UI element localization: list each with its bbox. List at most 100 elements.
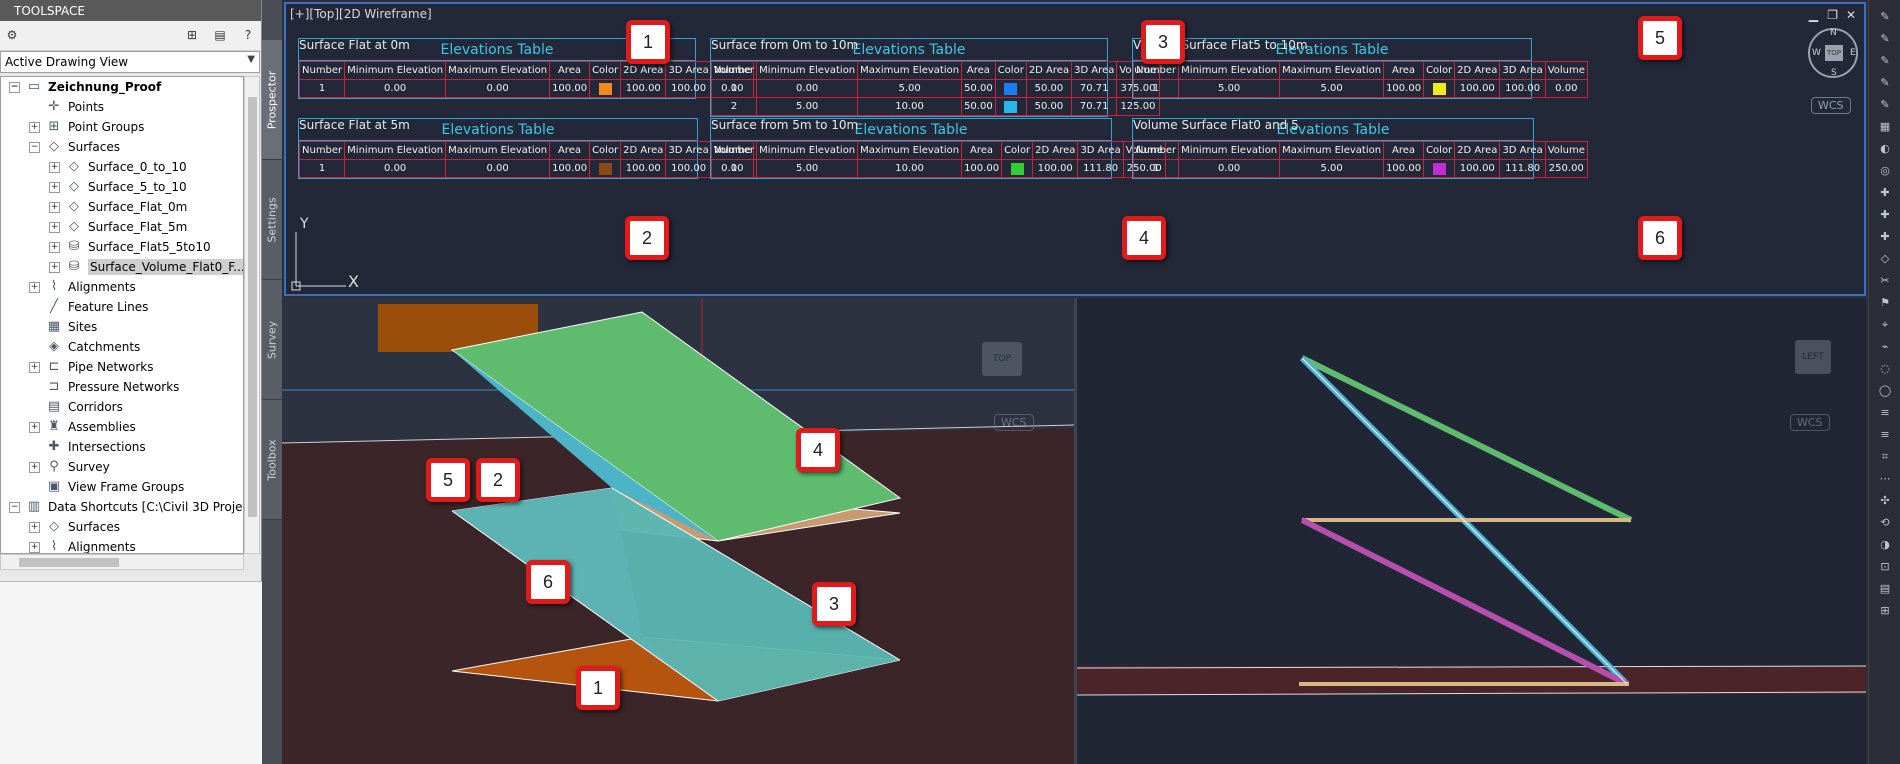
wcs-menu[interactable]: WCS bbox=[1790, 414, 1830, 431]
tree-item[interactable]: +⛁Surface_Volume_Flat0_F... bbox=[49, 257, 243, 277]
tree-item[interactable]: +⌇Alignments bbox=[29, 537, 136, 553]
tree-item[interactable]: ▣View Frame Groups bbox=[29, 477, 184, 497]
viewport-label[interactable]: [+][Top][2D Wireframe] bbox=[290, 7, 432, 21]
tree-item[interactable]: −▥Data Shortcuts [C:\Civil 3D Project... bbox=[9, 497, 243, 517]
view-select[interactable]: Active Drawing View ▼ bbox=[0, 51, 260, 73]
tab-settings[interactable]: Settings bbox=[262, 160, 282, 280]
close-icon[interactable]: ✕ bbox=[1845, 8, 1856, 22]
tree-item[interactable]: +⛁Surface_Flat5_5to10 bbox=[49, 237, 211, 257]
tree-item[interactable]: +◇Surface_Flat_0m bbox=[49, 197, 187, 217]
tool-icon[interactable]: ✎ bbox=[1880, 76, 1890, 89]
tree-item[interactable]: ╱Feature Lines bbox=[29, 297, 148, 317]
tool-icon[interactable]: ◐ bbox=[1880, 142, 1890, 155]
expand-icon[interactable]: + bbox=[29, 361, 40, 373]
viewport-divider[interactable] bbox=[1074, 298, 1077, 764]
collapse-icon[interactable]: − bbox=[9, 81, 20, 93]
tool-icon[interactable]: ◯ bbox=[1878, 384, 1892, 397]
expand-icon[interactable]: + bbox=[29, 521, 40, 533]
expand-icon[interactable]: + bbox=[29, 461, 40, 473]
tool-icon[interactable]: ⌖ bbox=[1881, 318, 1889, 331]
tool-icon[interactable]: ✚ bbox=[1880, 208, 1890, 221]
tree-item[interactable]: +⚲Survey bbox=[29, 457, 110, 477]
wcs-menu[interactable]: WCS bbox=[994, 414, 1034, 431]
tool-icon[interactable]: ≡ bbox=[1880, 406, 1890, 419]
tool-icon[interactable]: ⊞ bbox=[1880, 604, 1890, 617]
tree-item[interactable]: +♜Assemblies bbox=[29, 417, 136, 437]
tree-item[interactable]: ◈Catchments bbox=[29, 337, 140, 357]
tool-icon[interactable]: ≡ bbox=[1880, 428, 1890, 441]
viewport-profile[interactable]: LEFT WCS bbox=[1077, 298, 1866, 764]
toolspace-options-icon[interactable]: ⚙ bbox=[6, 28, 18, 42]
tab-prospector[interactable]: Prospector bbox=[262, 40, 282, 160]
tree-horizontal-scrollbar[interactable] bbox=[0, 554, 244, 570]
tree-item[interactable]: +◇Surface_Flat_5m bbox=[49, 217, 187, 237]
tool-icon[interactable]: ✣ bbox=[1880, 494, 1890, 507]
tool-icon[interactable]: ✎ bbox=[1880, 10, 1890, 23]
tool-icon[interactable]: ▤ bbox=[1879, 582, 1891, 595]
viewcube[interactable]: TOP bbox=[982, 342, 1022, 376]
tree-item[interactable]: +◇Surface_5_to_10 bbox=[49, 177, 187, 197]
viewport-top[interactable]: [+][Top][2D Wireframe] ▁ ❐ ✕ N S E W TOP… bbox=[284, 2, 1866, 296]
viewcube-top-face[interactable]: TOP bbox=[1825, 45, 1843, 61]
tool-icon[interactable]: ◑ bbox=[1880, 538, 1890, 551]
expand-icon[interactable]: + bbox=[29, 281, 40, 293]
tree-item[interactable]: ⊐Pressure Networks bbox=[29, 377, 180, 397]
collapse-icon[interactable]: − bbox=[9, 501, 20, 513]
tool-icon[interactable]: ⌗ bbox=[1881, 450, 1889, 463]
tree-item[interactable]: −◇Surfaces bbox=[29, 137, 120, 157]
expand-icon[interactable]: + bbox=[49, 181, 60, 193]
tree-item[interactable]: ✛Points bbox=[29, 97, 105, 117]
scroll-thumb[interactable] bbox=[248, 97, 257, 517]
tree-item[interactable]: −▭Zeichnung_Proof bbox=[9, 77, 161, 97]
tool-icon[interactable]: ✎ bbox=[1880, 54, 1890, 67]
tool-icon[interactable]: ▦ bbox=[1879, 120, 1891, 133]
tree-item[interactable]: ▤Corridors bbox=[29, 397, 123, 417]
expand-icon[interactable]: + bbox=[49, 241, 60, 253]
tree-item[interactable]: +◇Surface_0_to_10 bbox=[49, 157, 187, 177]
tree-item[interactable]: +⌇Alignments bbox=[29, 277, 136, 297]
wcs-menu[interactable]: WCS bbox=[1811, 97, 1851, 114]
viewcube[interactable]: LEFT bbox=[1795, 340, 1831, 374]
toolspace-list-icon[interactable]: ▤ bbox=[214, 28, 226, 42]
tool-icon[interactable]: ⊡ bbox=[1880, 560, 1890, 573]
minimize-icon[interactable]: ▁ bbox=[1808, 8, 1818, 22]
expand-icon[interactable]: + bbox=[29, 121, 40, 133]
restore-icon[interactable]: ❐ bbox=[1827, 8, 1838, 22]
expand-icon[interactable]: + bbox=[49, 221, 60, 233]
tool-icon[interactable]: ✚ bbox=[1880, 186, 1890, 199]
tree-item[interactable]: +◇Surfaces bbox=[29, 517, 120, 537]
tool-icon[interactable]: ✎ bbox=[1880, 32, 1890, 45]
tool-icon[interactable]: ✂ bbox=[1880, 274, 1890, 287]
tool-icon[interactable]: ◎ bbox=[1880, 164, 1890, 177]
scroll-thumb[interactable] bbox=[19, 558, 119, 567]
tab-toolbox[interactable]: Toolbox bbox=[262, 400, 282, 520]
tab-survey[interactable]: Survey bbox=[262, 280, 282, 400]
expand-icon[interactable]: + bbox=[29, 541, 40, 553]
expand-icon[interactable]: + bbox=[49, 161, 60, 173]
help-icon[interactable]: ? bbox=[244, 28, 252, 42]
tree-item[interactable]: ▦Sites bbox=[29, 317, 97, 337]
tree-item[interactable]: +⊞Point Groups bbox=[29, 117, 144, 137]
tool-icon[interactable]: ⋯ bbox=[1879, 472, 1891, 485]
tree-item[interactable]: +⊏Pipe Networks bbox=[29, 357, 153, 377]
tool-icon[interactable]: ✚ bbox=[1880, 230, 1890, 243]
expand-icon[interactable]: + bbox=[49, 261, 60, 273]
collapse-icon[interactable]: − bbox=[29, 141, 40, 153]
tree-item[interactable]: ✚Intersections bbox=[29, 437, 146, 457]
tool-icon[interactable]: ✎ bbox=[1880, 98, 1890, 111]
tree-vertical-scrollbar[interactable] bbox=[244, 76, 260, 554]
toolspace-tree-icon[interactable]: ⊞ bbox=[186, 28, 198, 42]
expand-icon[interactable]: + bbox=[49, 201, 60, 213]
expand-icon[interactable]: + bbox=[29, 421, 40, 433]
tool-icon[interactable]: ⟲ bbox=[1880, 516, 1890, 529]
tool-icon[interactable]: ⌁ bbox=[1881, 340, 1889, 353]
tool-icon[interactable]: ◇ bbox=[1880, 252, 1890, 265]
tool-icon[interactable]: ◌ bbox=[1880, 362, 1890, 375]
